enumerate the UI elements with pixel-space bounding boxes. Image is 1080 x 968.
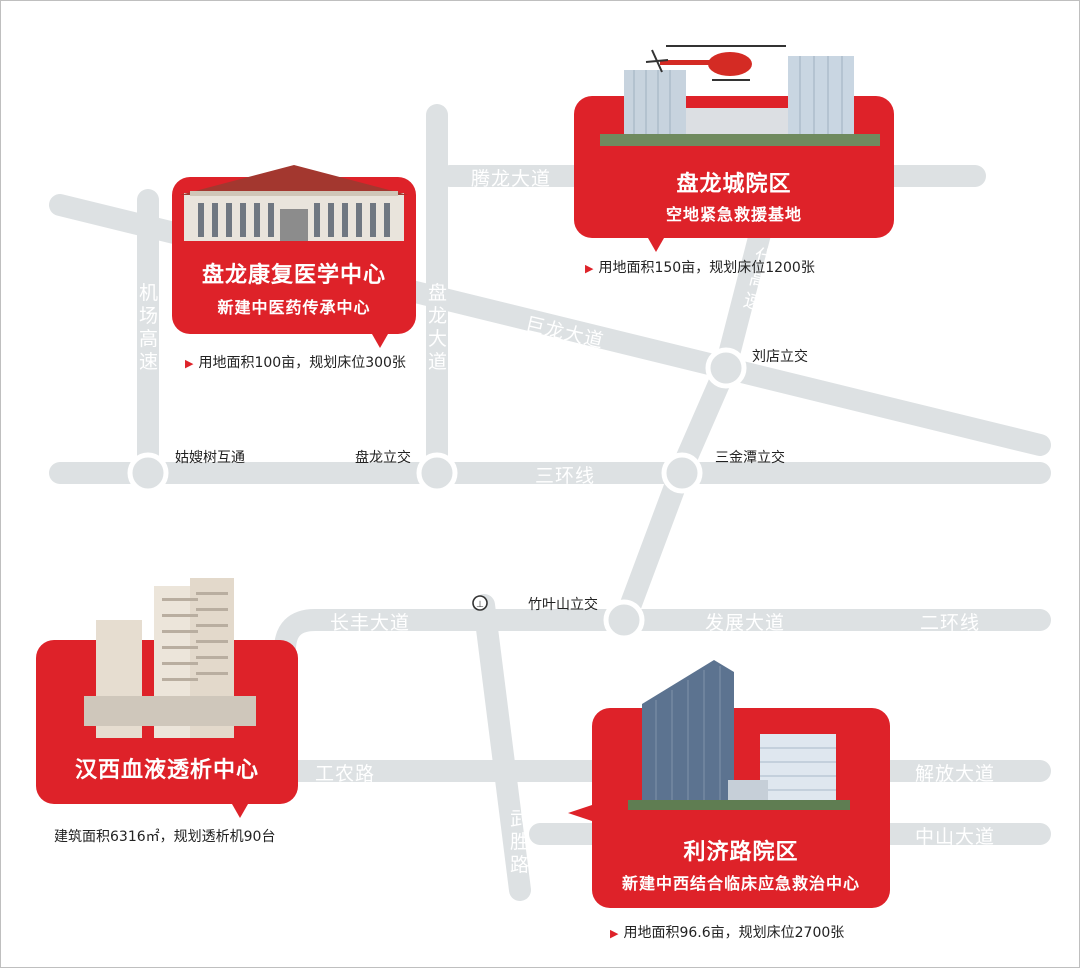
facility-note-panlongcheng: ▶ 用地面积150亩，规划床位1200张 <box>585 257 815 277</box>
road-label-tenglong: 腾龙大道 <box>470 168 551 190</box>
facility-note-liji: ▶ 用地面积96.6亩，规划床位2700张 <box>610 922 844 942</box>
metro-station-icon: ⊥ <box>472 595 488 611</box>
arrow-marker-icon: ▶ <box>610 927 619 940</box>
facility-note-rehab: ▶ 用地面积100亩，规划床位300张 <box>185 352 406 372</box>
road-label-zhongshan: 中山大道 <box>914 826 995 848</box>
arrow-marker-icon: ▶ <box>585 262 594 275</box>
sanjintan-interchange-marker <box>661 452 703 494</box>
interchange-circles <box>127 347 747 641</box>
callout-pointer <box>648 238 664 252</box>
facility-subtitle: 空地紧急救援基地 <box>665 205 802 224</box>
note-text: 用地面积150亩，规划床位1200张 <box>598 260 815 276</box>
facility-subtitle: 新建中西结合临床应急救治中心 <box>621 874 860 893</box>
interchange-label-gusoushu: 姑嫂树互通 <box>175 450 245 466</box>
facility-subtitle: 新建中医药传承中心 <box>217 298 371 317</box>
road-label-sanhuan: 三环线 <box>534 465 595 487</box>
road-label-fazhan: 发展大道 <box>704 612 785 634</box>
facility-title: 盘龙康复医学中心 <box>201 263 386 288</box>
interchange-label-panlong: 盘龙立交 <box>355 450 411 466</box>
rehab-building-illustration <box>180 165 408 241</box>
dialysis-building-illustration <box>84 578 256 738</box>
wusheng-road <box>473 594 531 901</box>
note-text: 用地面积96.6亩，规划床位2700张 <box>623 925 845 941</box>
facility-note-dialysis: 建筑面积6316㎡，规划透析机90台 <box>54 829 276 845</box>
callout-pointer <box>372 334 388 348</box>
gusoushu-interchange-marker <box>127 452 169 494</box>
callout-pointer <box>568 805 592 821</box>
road-label-erhuan: 二环线 <box>919 612 980 634</box>
road-label-changfeng: 长丰大道 <box>329 612 410 634</box>
svg-text:⊥: ⊥ <box>476 600 484 610</box>
airport-connector-road <box>614 184 781 631</box>
road-label-gongnong: 工农路 <box>314 763 375 785</box>
road-label-jiefang: 解放大道 <box>914 763 995 785</box>
liji-building-illustration <box>628 660 850 810</box>
interchange-label-zhuyeshan: 竹叶山立交 <box>528 597 598 613</box>
road-label-panlong: 盘龙大道 <box>427 282 448 373</box>
note-text: 用地面积100亩，规划床位300张 <box>198 355 406 371</box>
interchange-label-sanjintan: 三金潭立交 <box>715 450 785 466</box>
liudian-interchange-marker <box>705 347 747 389</box>
panlongcheng-building-illustration <box>600 45 880 146</box>
zhuyeshan-interchange-marker <box>603 599 645 641</box>
facility-title: 利济路院区 <box>683 840 799 865</box>
interchange-label-liudian: 刘店立交 <box>752 349 808 365</box>
arrow-marker-icon: ▶ <box>185 357 194 370</box>
road-label-wusheng: 武胜路 <box>509 808 530 876</box>
callout-pointer <box>232 804 248 818</box>
road-label-jichang: 机场高速 <box>138 282 159 373</box>
helicopter-icon <box>645 45 786 81</box>
panlong-interchange-marker <box>416 452 458 494</box>
facility-title: 汉西血液透析中心 <box>74 758 259 783</box>
facility-title: 盘龙城院区 <box>676 172 792 197</box>
